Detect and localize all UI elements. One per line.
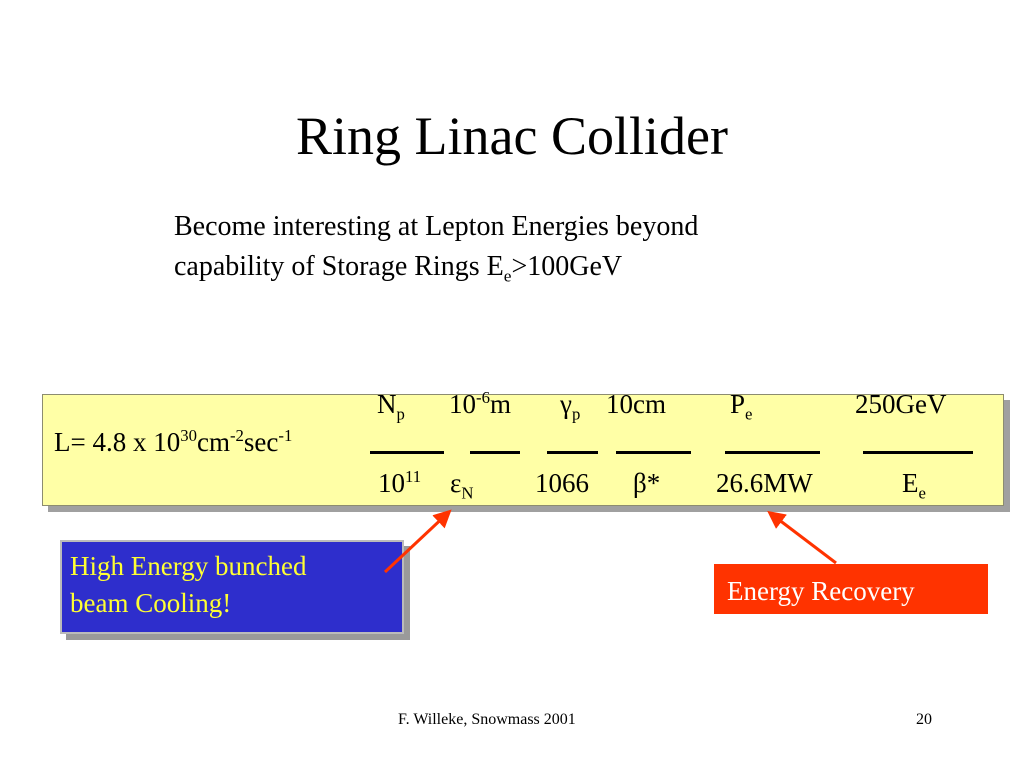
fraction-bar xyxy=(616,451,691,454)
fraction-denominator: 1011 xyxy=(378,467,422,498)
page-number: 20 xyxy=(916,711,932,728)
slide-title: Ring Linac Collider xyxy=(296,106,728,166)
fraction-denominator: Ee xyxy=(902,468,926,503)
intro-text: Become interesting at Lepton Energies be… xyxy=(174,207,698,287)
fraction-numerator: Np xyxy=(377,389,405,424)
fraction-numerator: 250GeV xyxy=(855,389,947,419)
fraction-denominator: β* xyxy=(633,468,661,498)
footer-credit: F. Willeke, Snowmass 2001 xyxy=(398,711,576,728)
fraction-bar xyxy=(725,451,820,454)
fraction-numerator: γp xyxy=(560,389,581,424)
cooling-callout-text: High Energy bunched beam Cooling! xyxy=(70,548,306,622)
fraction-numerator: 10-6m xyxy=(449,388,511,419)
fraction-denominator: 1066 xyxy=(535,468,589,498)
fraction-denominator: εN xyxy=(450,468,474,503)
fraction-bar xyxy=(370,451,444,454)
fraction-bar xyxy=(863,451,973,454)
recovery-arrow xyxy=(767,510,837,565)
luminosity-lhs: L= 4.8 x 1030cm-2sec-1 xyxy=(54,426,293,457)
luminosity-formula-box xyxy=(42,394,1004,506)
recovery-callout-box xyxy=(714,564,988,614)
fraction-denominator: 26.6MW xyxy=(716,468,813,498)
fraction-bar xyxy=(547,451,598,454)
fraction-bar xyxy=(470,451,520,454)
cooling-callout-line-2: beam Cooling! xyxy=(70,588,232,618)
intro-line-1: Become interesting at Lepton Energies be… xyxy=(174,211,699,242)
cooling-callout-line-1: High Energy bunched xyxy=(70,551,307,581)
intro-line-2: capability of Storage Rings Ee>100GeV xyxy=(174,251,623,286)
fraction-numerator: 10cm xyxy=(606,389,666,419)
fraction-numerator: Pe xyxy=(730,389,753,424)
recovery-callout-text: Energy Recovery xyxy=(727,576,915,606)
cooling-callout-box xyxy=(60,540,404,634)
